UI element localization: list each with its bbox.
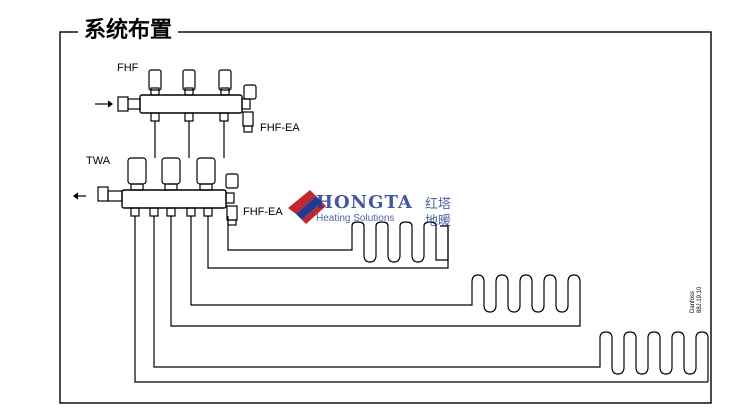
heating-loop-1 [227, 216, 449, 263]
fhf-manifold [95, 69, 257, 133]
watermark-tagline: Heating Solutions [316, 213, 395, 224]
twa-manifold [73, 157, 239, 226]
fhf-ea-top-label: FHF-EA [260, 122, 300, 134]
heating-loop-2 [190, 216, 581, 320]
heating-loop-3 [153, 216, 709, 382]
watermark-brand-cn: 红塔 [425, 197, 452, 212]
diagram-frame [59, 31, 712, 404]
watermark-brand: HONGTA [316, 192, 413, 213]
hongta-logo-icon [288, 190, 326, 224]
fhf-valve [148, 69, 232, 96]
doc-code-line2: 88J.19.10 [697, 286, 703, 313]
watermark-tagline-cn: 地暖 [425, 214, 452, 229]
fhf-ea-bottom-label: FHF-EA [243, 206, 283, 218]
fhf-label: FHF [117, 62, 139, 74]
doc-code-line1: Danfoss [690, 290, 696, 313]
twa-label: TWA [86, 155, 111, 167]
twa-actuator [127, 157, 216, 191]
page-title: 系统布置 [78, 18, 179, 44]
